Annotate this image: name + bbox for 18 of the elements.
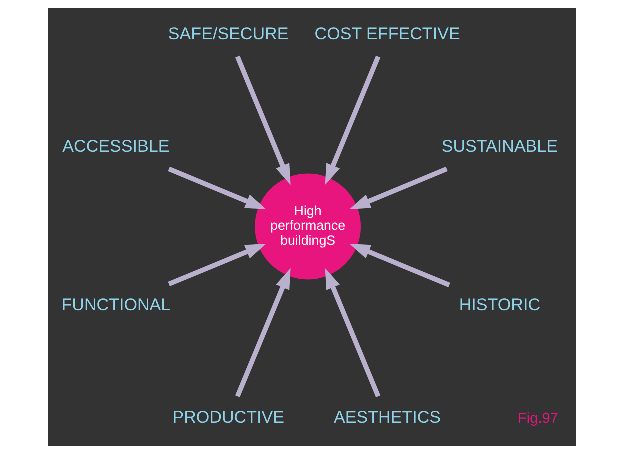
node-text: SAFE/SECURE	[168, 24, 288, 44]
arrow	[234, 56, 290, 186]
arrow	[349, 166, 448, 210]
arrow	[324, 56, 380, 186]
node-circle: High performance buildingS	[254, 174, 361, 280]
arrow	[324, 268, 380, 398]
node-text: AESTHETICS	[334, 408, 441, 428]
label: Fig.97	[517, 410, 558, 427]
arrow	[168, 166, 266, 210]
node-text: SUSTAINABLE	[441, 136, 558, 156]
arrow	[234, 268, 290, 398]
arrow	[168, 244, 266, 287]
node-text: COST EFFECTIVE	[314, 24, 460, 44]
node-text: HISTORIC	[458, 296, 540, 315]
arrow	[349, 244, 450, 288]
node-text: PRODUCTIVE	[172, 408, 284, 428]
node-text: ACCESSIBLE	[62, 136, 170, 156]
node-text: FUNCTIONAL	[61, 296, 170, 315]
